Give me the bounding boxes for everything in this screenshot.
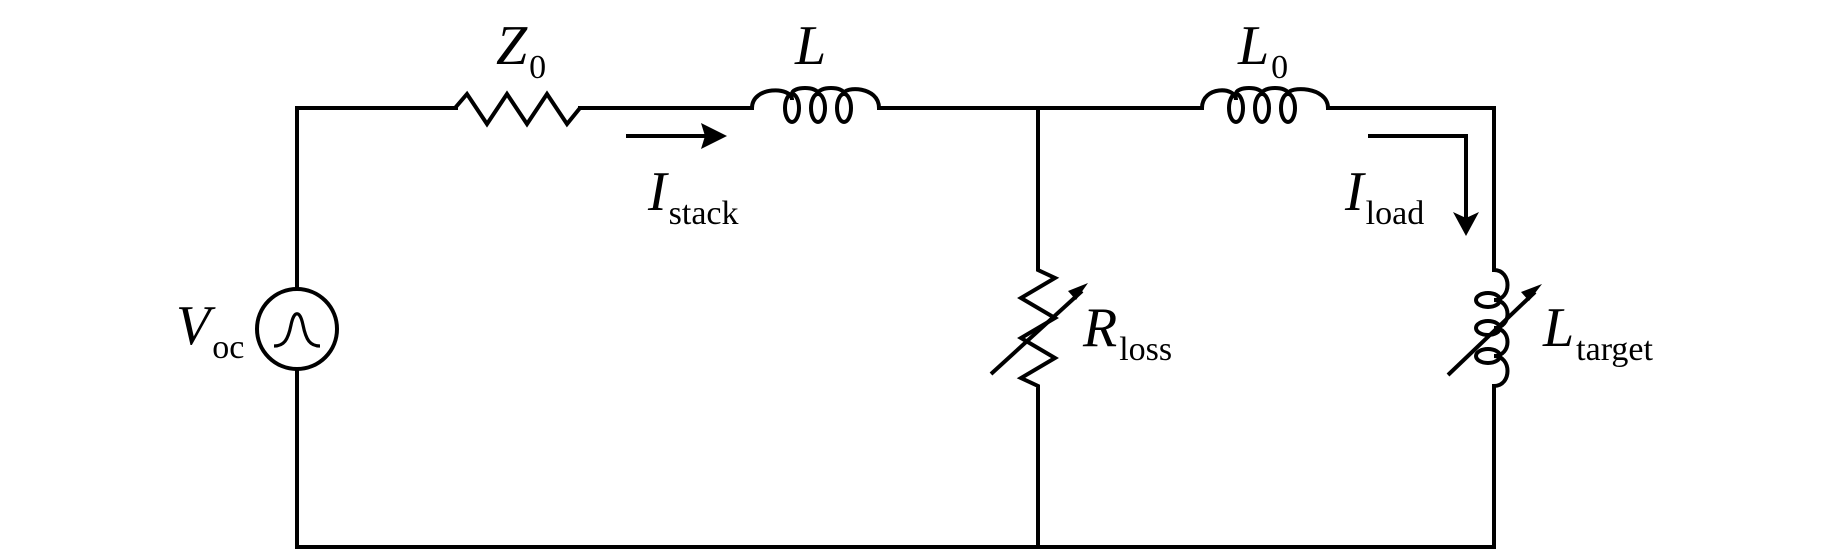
current-arrow-istack	[626, 123, 727, 149]
label-rloss: Rloss	[1083, 297, 1173, 368]
variability-arrow	[1446, 290, 1537, 377]
voltage-source-voc	[255, 287, 339, 371]
variable-inductor-ltarget	[1446, 265, 1542, 390]
variability-arrow	[989, 289, 1084, 376]
resistor-z0	[453, 90, 582, 128]
inductor-l0	[1200, 86, 1330, 124]
label-l: L	[795, 15, 827, 77]
current-arrow-iload	[1368, 134, 1479, 236]
label-ltarget: Ltarget	[1543, 297, 1653, 368]
label-voc: Voc	[176, 295, 245, 366]
label-iload: Iload	[1345, 161, 1425, 232]
wires	[295, 106, 1496, 549]
variable-resistor-rloss	[989, 265, 1088, 390]
inductor-l	[750, 86, 881, 124]
label-l0: L0	[1238, 15, 1289, 86]
gaussian-pulse-icon	[273, 312, 321, 348]
label-z0: Z0	[496, 15, 547, 86]
label-istack: Istack	[648, 161, 739, 232]
